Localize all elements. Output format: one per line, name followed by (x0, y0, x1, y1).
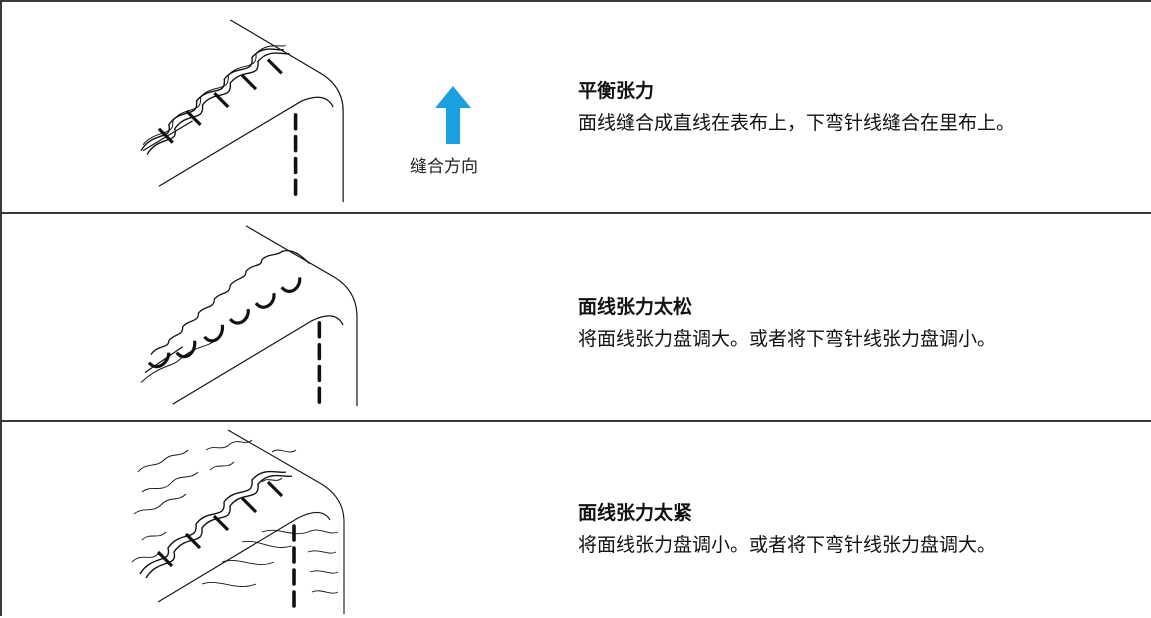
tension-row-too-loose: 面线张力太松 将面线张力盘调大。或者将下弯针线张力盘调小。 (2, 214, 1151, 422)
row-description: 将面线张力盘调大。或者将下弯针线张力盘调小。 (578, 328, 997, 350)
sewing-direction-label: 缝合方向 (410, 157, 478, 177)
row-description: 面线缝合成直线在表布上，下弯针线缝合在里布上。 (578, 112, 1016, 134)
sewing-direction: 缝合方向 (402, 86, 512, 186)
row-description: 将面线张力盘调小。或者将下弯针线张力盘调大。 (578, 534, 997, 556)
balanced-stitch-illustration (122, 2, 382, 212)
row-title: 平衡张力 (578, 80, 655, 102)
row-title: 面线张力太松 (578, 296, 693, 318)
loose-stitch-illustration (122, 214, 382, 420)
tension-text-balanced: 平衡张力 面线缝合成直线在表布上，下弯针线缝合在里布上。 (578, 78, 1015, 138)
tension-row-too-tight: 面线张力太紧 将面线张力盘调小。或者将下弯针线张力盘调大。 (2, 422, 1151, 618)
tension-text-too-loose: 面线张力太松 将面线张力盘调大。或者将下弯针线张力盘调小。 (578, 294, 996, 354)
tight-stitch-illustration (122, 422, 382, 618)
tension-text-too-tight: 面线张力太紧 将面线张力盘调小。或者将下弯针线张力盘调大。 (578, 500, 996, 560)
tension-row-balanced: 缝合方向 平衡张力 面线缝合成直线在表布上，下弯针线缝合在里布上。 (2, 2, 1151, 214)
row-title: 面线张力太紧 (578, 502, 693, 524)
up-arrow-icon (435, 86, 471, 144)
